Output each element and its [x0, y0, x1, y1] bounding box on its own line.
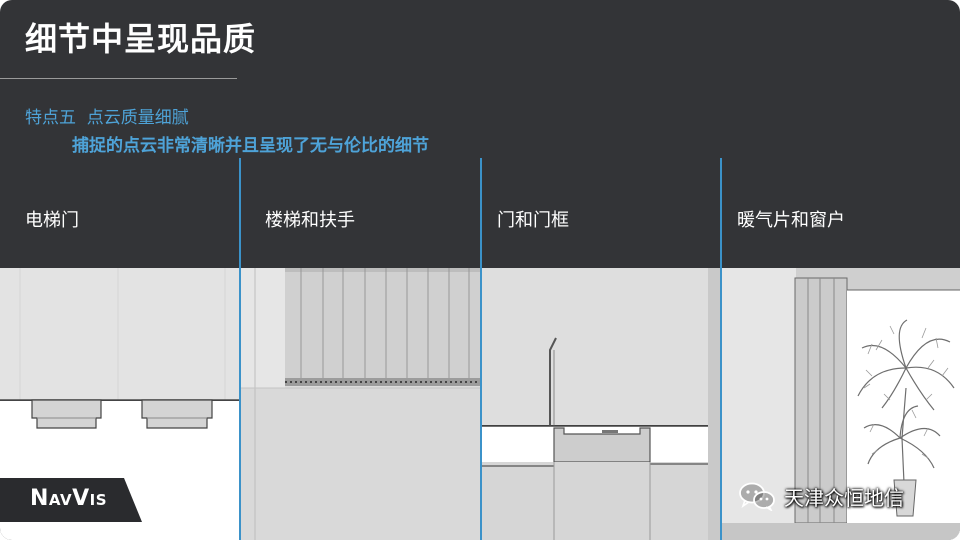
logo-background [0, 478, 142, 522]
watermark: 天津众恒地信 [738, 480, 904, 512]
column-divider-2 [480, 158, 482, 540]
column-label-radiator-window: 暖气片和窗户 [737, 210, 845, 231]
plant-illustration [857, 319, 955, 484]
elevator-door-pointcloud-image [0, 268, 239, 540]
column-divider-3 [720, 158, 722, 540]
slide-title: 细节中呈现品质 [25, 20, 257, 58]
watermark-text: 天津众恒地信 [784, 485, 904, 510]
door-edge [549, 337, 557, 426]
radiator-window-pointcloud-image [722, 268, 960, 540]
navvis-logo: NavVis [0, 478, 142, 522]
wechat-icon [739, 482, 775, 511]
door-sill-left [31, 399, 102, 429]
logo-text: NavVis [30, 486, 108, 511]
column-label-stairs-handrail: 楼梯和扶手 [265, 210, 355, 231]
window-frame [794, 277, 848, 524]
stairs-handrail-pointcloud-image [241, 268, 480, 540]
plant-pot [893, 479, 917, 517]
feature-subheading: 捕捉的点云非常清晰并且呈现了无与伦比的细节 [72, 136, 429, 156]
column-divider-1 [239, 158, 241, 540]
column-label-elevator-door: 电梯门 [25, 210, 79, 231]
feature-heading: 特点五 点云质量细腻 [25, 108, 189, 128]
stair-treads [285, 268, 480, 380]
door-sill-right [141, 399, 213, 429]
column-label-door-frame: 门和门框 [497, 210, 569, 231]
door-frame-pointcloud-image [482, 268, 720, 540]
title-underline [0, 78, 237, 79]
handrail [285, 378, 480, 386]
